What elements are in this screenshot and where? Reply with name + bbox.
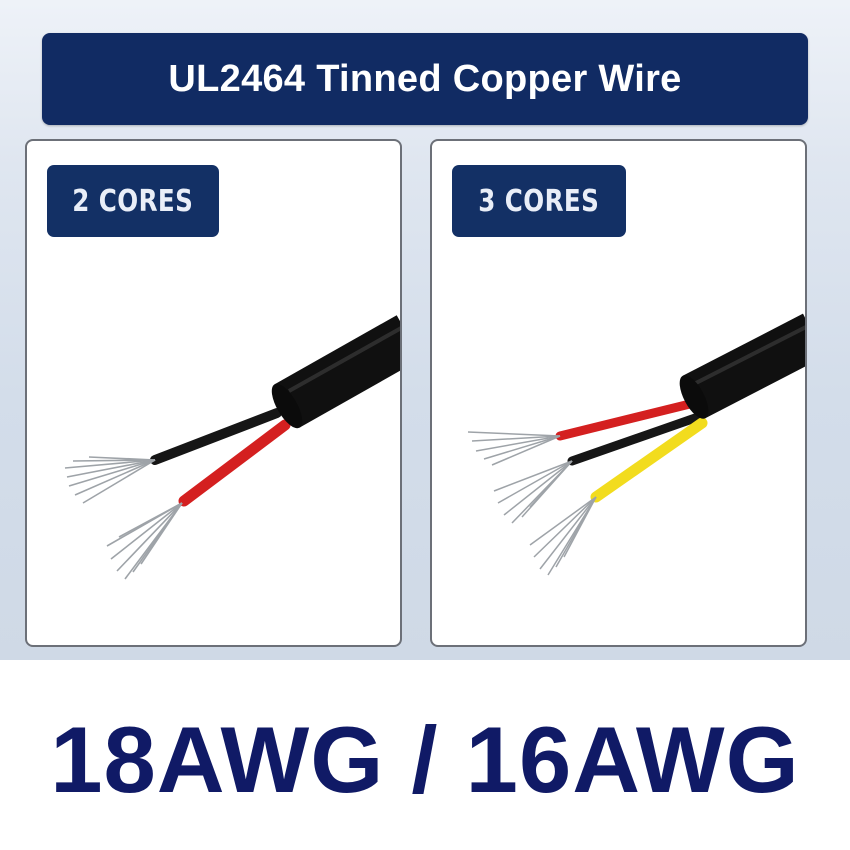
panel-2-cores: 2 CORES	[25, 139, 402, 647]
title-banner: UL2464 Tinned Copper Wire	[42, 33, 808, 125]
wire-gauge-label: 18AWG / 16AWG	[50, 707, 800, 812]
three-core-cable-image	[467, 313, 805, 576]
badge-2-cores-label: 2 CORES	[72, 183, 194, 219]
product-title: UL2464 Tinned Copper Wire	[168, 57, 682, 100]
badge-2-cores: 2 CORES	[47, 165, 219, 237]
badge-3-cores: 3 CORES	[452, 165, 626, 237]
panel-3-cores: 3 CORES	[430, 139, 807, 647]
two-core-cable-image	[64, 315, 400, 580]
badge-3-cores-label: 3 CORES	[478, 183, 600, 219]
